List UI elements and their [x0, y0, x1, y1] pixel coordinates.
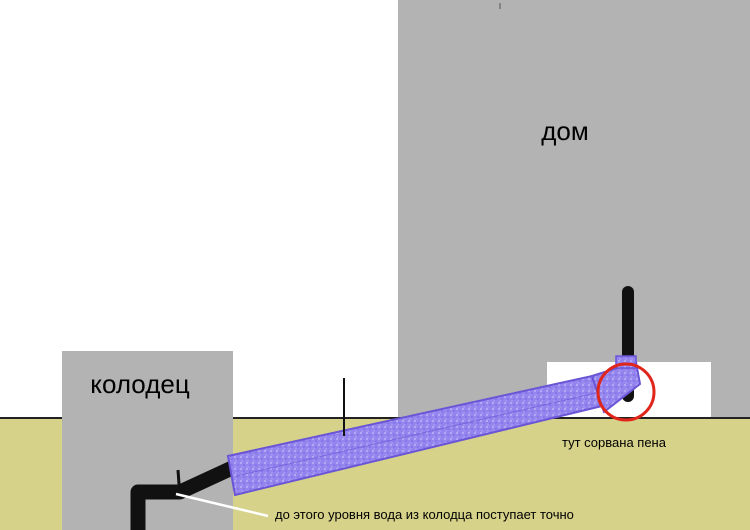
foam-damage-circle: [596, 362, 656, 422]
water-level-pointer: [175, 492, 269, 518]
insulated-pipe-inner-line: [235, 392, 597, 477]
water-level-label: до этого уровня вода из колодца поступае…: [275, 507, 574, 522]
house-label: дом: [541, 116, 589, 146]
water-pipe-well: [130, 461, 236, 530]
house: [398, 0, 750, 420]
pipe-joint-mark: [176, 469, 182, 499]
foam-torn-label: тут сорвана пена: [562, 435, 667, 450]
well-label: колодец: [90, 369, 190, 399]
